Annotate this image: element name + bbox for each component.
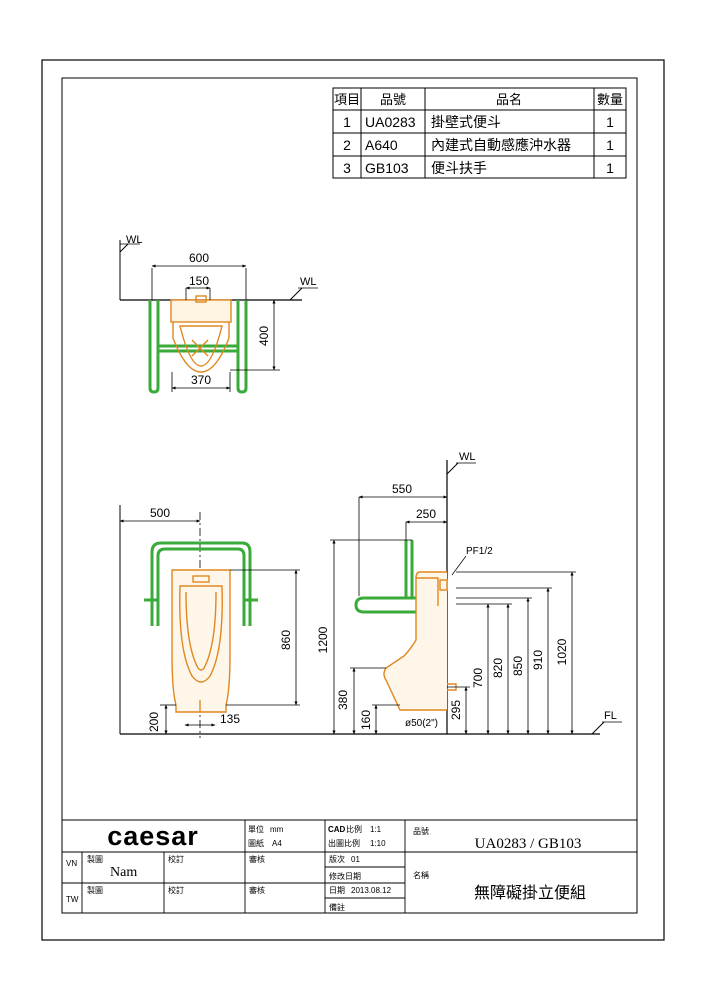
urinal-top <box>170 295 232 373</box>
dim-150: 150 <box>189 274 209 288</box>
table-cell: 3 <box>343 160 351 176</box>
outer-border <box>41 59 665 941</box>
caesar-logo: caesar <box>107 821 199 851</box>
remark-label: 備註 <box>329 902 345 912</box>
approved-label: 審核 <box>249 885 265 895</box>
pipe-label: ø50(2") <box>405 718 438 729</box>
drawn-by: Nam <box>110 865 137 880</box>
dim-1200: 1200 <box>316 626 330 653</box>
print-scale-value: 1:10 <box>370 839 386 848</box>
part-no-label: 品號 <box>413 826 429 836</box>
paper-label: 圖紙 <box>248 838 264 848</box>
table-header-qty: 數量 <box>597 92 623 107</box>
cad-scale-value: 1:1 <box>370 825 382 834</box>
inner-border <box>61 77 638 914</box>
unit-value: mm <box>270 825 284 834</box>
part-number: UA0283 / GB103 <box>475 836 582 852</box>
dim-500: 500 <box>150 506 170 520</box>
parts-table <box>332 87 627 179</box>
dim-860: 860 <box>279 630 293 650</box>
dim-600: 600 <box>189 251 209 265</box>
urinal-side <box>383 571 457 711</box>
unit-label: 單位 <box>248 824 264 834</box>
grab-bar-side <box>354 540 447 614</box>
dim-160: 160 <box>359 710 373 730</box>
table-header-item: 項目 <box>334 92 360 107</box>
table-cell: 便斗扶手 <box>431 160 487 176</box>
wl-label: WL <box>459 451 476 463</box>
table-cell: 1 <box>606 160 614 176</box>
table-cell: 2 <box>343 137 351 153</box>
table-header-name: 品名 <box>496 92 522 107</box>
urinal-front <box>171 569 231 713</box>
side-view: WL FL PF1/2 <box>316 451 622 735</box>
dim-850: 850 <box>511 656 525 676</box>
dim-295: 295 <box>449 700 463 720</box>
date-value: 2013.08.12 <box>351 886 392 895</box>
version-label: 版次 <box>329 854 345 864</box>
tw-label: TW <box>66 895 79 904</box>
date-label: 日期 <box>329 886 345 895</box>
approved-label: 審核 <box>249 854 265 864</box>
dim-700: 700 <box>471 668 485 688</box>
pf-label: PF1/2 <box>466 546 493 557</box>
brand-logo: caesar <box>107 821 199 851</box>
cad-prefix: CAD <box>328 825 346 834</box>
table-cell: UA0283 <box>365 114 416 130</box>
table-cell: 1 <box>343 114 351 130</box>
dim-910: 910 <box>531 650 545 670</box>
title-block <box>62 819 637 913</box>
vn-label: VN <box>66 859 77 868</box>
table-cell: 1 <box>606 137 614 153</box>
front-view: 500 860 200 135 <box>119 505 600 738</box>
fl-label: FL <box>604 710 617 722</box>
version-value: 01 <box>351 855 360 864</box>
dim-135: 135 <box>220 712 240 726</box>
wl-label: WL <box>126 234 143 246</box>
dim-550: 550 <box>392 482 412 496</box>
dim-200: 200 <box>147 712 161 732</box>
dim-370: 370 <box>191 373 211 387</box>
top-view: WL WL <box>119 234 318 394</box>
print-scale-label: 出圖比例 <box>328 838 360 848</box>
wl-label: WL <box>300 276 317 288</box>
table-cell: GB103 <box>365 160 409 176</box>
cad-scale-label: 比例 <box>346 824 362 834</box>
drawn-label: 製圖 <box>87 854 103 864</box>
table-cell: 內建式自動感應沖水器 <box>431 137 571 153</box>
table-cell: 1 <box>606 114 614 130</box>
checked-label: 校訂 <box>168 885 184 895</box>
grab-bar-front <box>144 541 258 626</box>
revised-label: 修改日期 <box>329 871 361 881</box>
table-cell: 掛壁式便斗 <box>431 114 501 130</box>
dim-380: 380 <box>336 690 350 710</box>
dim-400: 400 <box>257 326 271 346</box>
dim-1020: 1020 <box>555 638 569 665</box>
table-cell: A640 <box>365 137 398 153</box>
dim-820: 820 <box>491 658 505 678</box>
paper-value: A4 <box>272 839 282 848</box>
table-header-code: 品號 <box>380 92 406 107</box>
product-name: 無障礙掛立便組 <box>474 884 586 902</box>
checked-label: 校訂 <box>168 854 184 864</box>
drawn-label: 製圖 <box>87 885 103 895</box>
name-label: 名稱 <box>413 870 429 880</box>
dim-250: 250 <box>416 507 436 521</box>
